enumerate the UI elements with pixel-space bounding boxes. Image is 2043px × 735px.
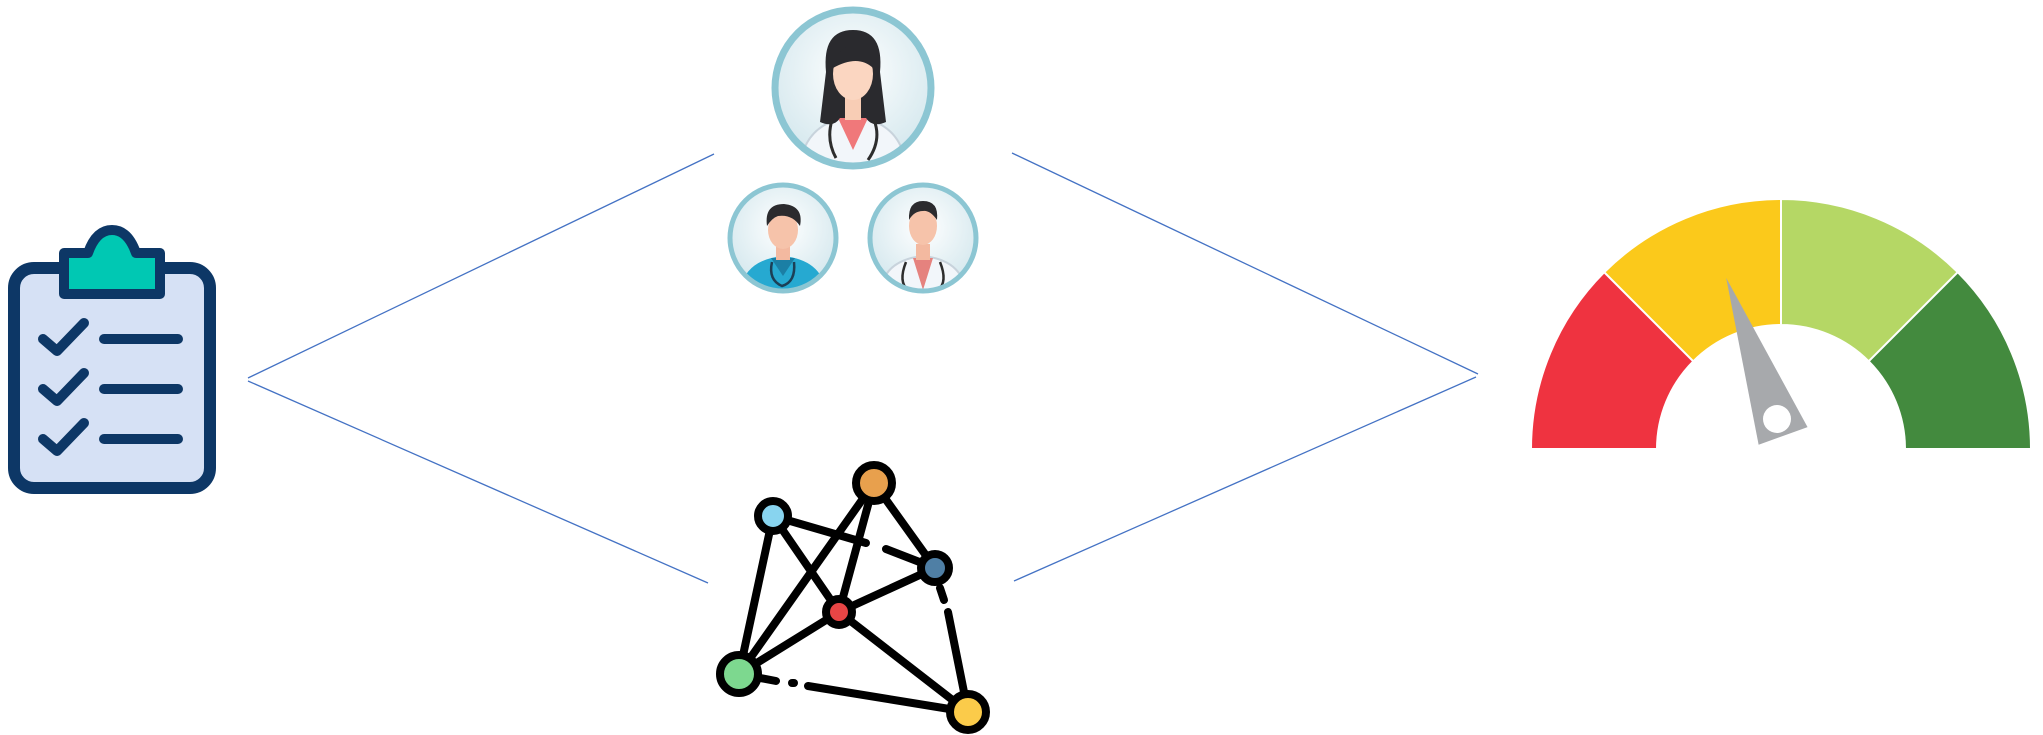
network-node — [946, 690, 990, 734]
check-mark-icon — [38, 418, 89, 456]
checklist-rows — [38, 318, 183, 456]
male-doctor-coat-avatar — [867, 182, 979, 294]
network-node — [754, 497, 792, 535]
doctor-group-icon — [727, 6, 979, 294]
network-node — [852, 461, 896, 505]
gauge-meter-icon — [1529, 197, 2033, 450]
gauge-needle — [1726, 277, 1808, 445]
network-graph-icon — [716, 461, 990, 734]
female-doctor-avatar — [771, 6, 935, 170]
check-mark-icon — [38, 318, 89, 356]
network-node — [917, 550, 953, 586]
network-node — [822, 595, 856, 629]
gauge-needle-pointer — [1726, 277, 1808, 445]
male-doctor-scrubs-avatar — [727, 182, 839, 294]
clipboard-clip — [59, 225, 165, 299]
gauge-needle-hub — [1763, 405, 1791, 433]
connector-checklist-network — [247, 380, 709, 584]
connector-network-gauge — [1013, 376, 1477, 582]
check-mark-icon — [38, 368, 89, 406]
gauge-segment — [1867, 270, 2033, 450]
connectors — [247, 152, 1479, 584]
connector-doctors-gauge — [1011, 152, 1479, 375]
clipboard-checklist-icon — [8, 225, 216, 494]
connector-checklist-doctors — [247, 153, 715, 379]
network-node — [716, 651, 762, 697]
